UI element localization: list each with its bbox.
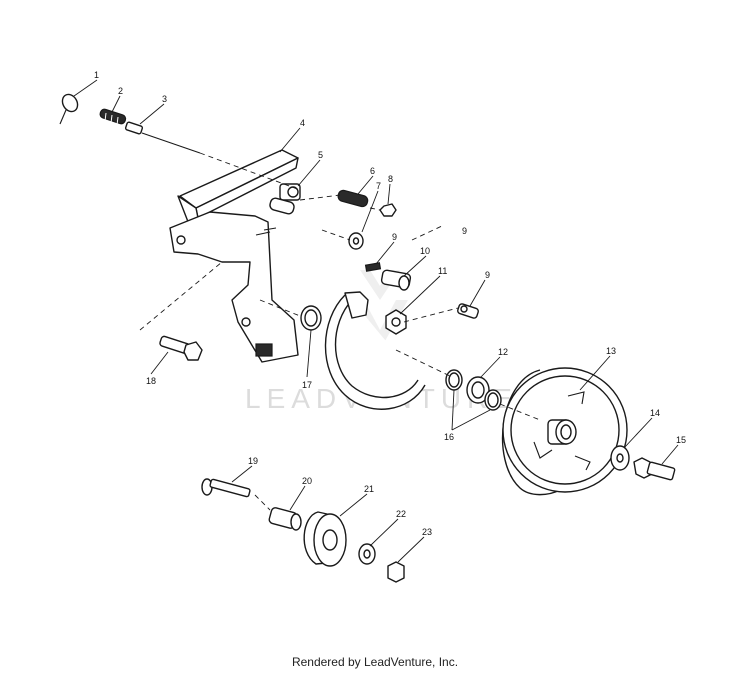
callout-5: 5 xyxy=(318,150,323,160)
callout-1: 1 xyxy=(94,70,99,80)
part-21-pulley[interactable] xyxy=(303,511,347,567)
part-20-spacer[interactable] xyxy=(268,507,302,531)
callout-2: 2 xyxy=(118,86,123,96)
footer-credit: Rendered by LeadVenture, Inc. xyxy=(291,655,459,669)
callout-13: 13 xyxy=(606,346,616,356)
part-18-bolt[interactable] xyxy=(159,335,203,361)
callout-6: 6 xyxy=(370,166,375,176)
callout-labels: 1 2 3 4 5 6 7 8 9 9 10 11 9 12 13 14 15 … xyxy=(94,70,686,537)
callout-20: 20 xyxy=(302,476,312,486)
callout-8: 8 xyxy=(388,174,393,184)
part-16-rings[interactable] xyxy=(445,369,502,411)
callout-9b: 9 xyxy=(485,270,490,280)
brake-band[interactable] xyxy=(324,291,426,410)
callout-10: 10 xyxy=(420,246,430,256)
part-5-pivot[interactable] xyxy=(269,183,301,215)
callout-9a: 9 xyxy=(392,232,397,242)
leader-lines xyxy=(73,79,679,563)
callout-4: 4 xyxy=(300,118,305,128)
part-11-nut[interactable] xyxy=(385,309,407,335)
part-7-washer[interactable] xyxy=(348,232,364,250)
callout-3: 3 xyxy=(162,94,167,104)
part-6-spring[interactable] xyxy=(337,189,369,208)
callout-19: 19 xyxy=(248,456,258,466)
callout-17: 17 xyxy=(302,380,312,390)
part-14-washer[interactable] xyxy=(610,445,630,471)
part-13-drum[interactable] xyxy=(501,367,628,496)
callout-14: 14 xyxy=(650,408,660,418)
part-8-nut[interactable] xyxy=(379,203,397,217)
part-17-oring[interactable] xyxy=(300,305,322,331)
callout-7: 7 xyxy=(376,181,381,191)
part-22-washer[interactable] xyxy=(358,543,376,565)
part-10-swivel[interactable] xyxy=(380,269,412,291)
callout-23: 23 xyxy=(422,527,432,537)
callout-11: 11 xyxy=(438,266,447,276)
callout-9c: 9 xyxy=(462,226,467,236)
callout-22: 22 xyxy=(396,509,406,519)
part-3-cable[interactable] xyxy=(124,121,201,154)
callout-16: 16 xyxy=(444,432,454,442)
callout-21: 21 xyxy=(364,484,374,494)
part-19-bolt[interactable] xyxy=(201,478,251,498)
part-9-screw-right[interactable] xyxy=(457,303,479,319)
part-9-screw-upper[interactable] xyxy=(364,262,382,272)
part-2-spring[interactable] xyxy=(99,108,127,126)
part-23-nut[interactable] xyxy=(387,561,405,583)
callout-12: 12 xyxy=(498,347,508,357)
callout-15: 15 xyxy=(676,435,686,445)
callout-18: 18 xyxy=(146,376,156,386)
part-4-bracket[interactable] xyxy=(169,149,299,363)
part-15-bolt[interactable] xyxy=(633,457,676,481)
part-1-clip[interactable] xyxy=(59,92,80,125)
part-12-seal[interactable] xyxy=(466,376,490,404)
